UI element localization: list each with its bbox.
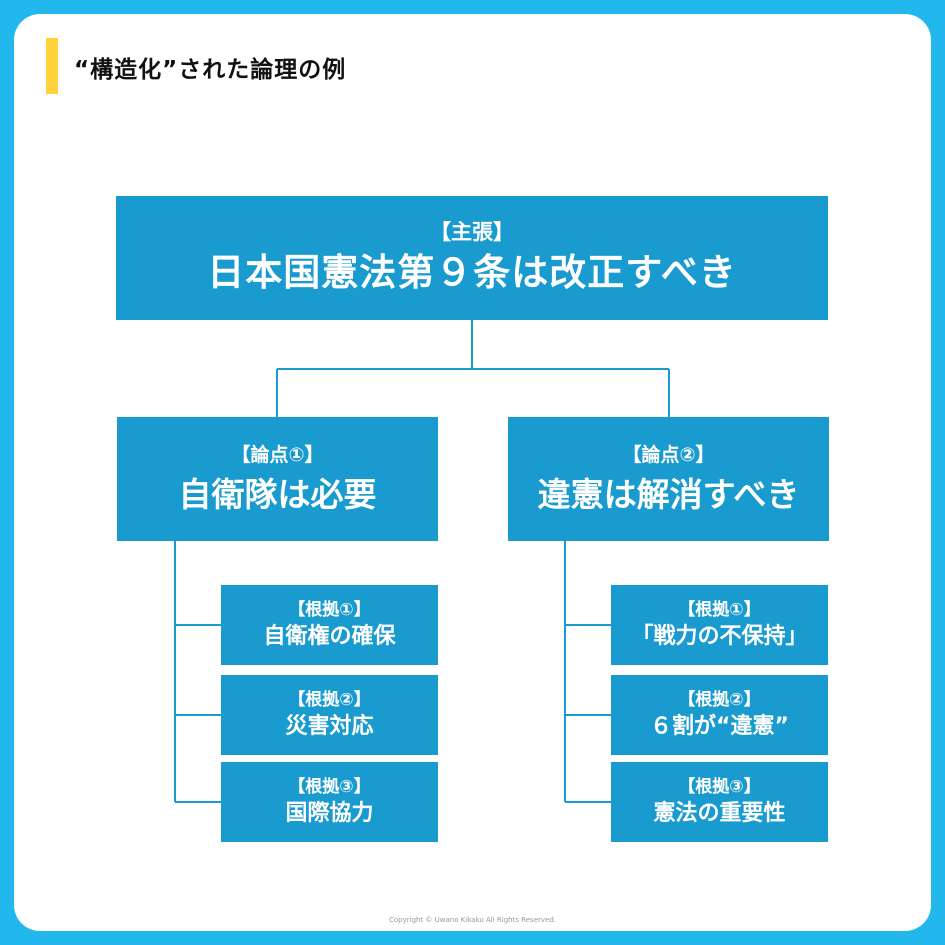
evidence-tag: 【根拠①】: [288, 599, 371, 620]
evidence-text: 憲法の重要性: [653, 801, 786, 826]
evidence-node-2-3: 【根拠③】 憲法の重要性: [611, 762, 828, 842]
evidence-text: 災害対応: [285, 714, 374, 739]
point-text: 違憲は解消すべき: [537, 474, 800, 514]
page-title: “構造化”された論理の例: [74, 57, 347, 83]
evidence-tag: 【根拠①】: [678, 599, 761, 620]
evidence-node-2-2: 【根拠②】 ６割が“違憲”: [611, 675, 828, 755]
point-node-2: 【論点②】 違憲は解消すべき: [508, 417, 829, 541]
evidence-text: 「戦力の不保持」: [631, 624, 808, 649]
evidence-text: ６割が“違憲”: [650, 714, 789, 739]
evidence-text: 国際協力: [285, 801, 374, 826]
claim-text: 日本国憲法第９条は改正すべき: [207, 251, 737, 295]
evidence-node-2-1: 【根拠①】 「戦力の不保持」: [611, 585, 828, 665]
point-tag: 【論点②】: [622, 443, 715, 466]
evidence-tag: 【根拠③】: [678, 776, 761, 797]
connector-lines: [174, 320, 670, 803]
evidence-tag: 【根拠②】: [678, 689, 761, 710]
evidence-node-1-3: 【根拠③】 国際協力: [221, 762, 438, 842]
point-tag: 【論点①】: [231, 443, 324, 466]
point-text: 自衛隊は必要: [178, 474, 377, 514]
claim-tag: 【主張】: [430, 220, 514, 245]
copyright-text: Copyright © Uwano Kikaku All Rights Rese…: [388, 916, 556, 924]
evidence-node-1-2: 【根拠②】 災害対応: [221, 675, 438, 755]
title-accent-bar: [46, 38, 58, 94]
content-card: “構造化”された論理の例 【主張】 日本国憲法第９条は改正すべき 【論点①】 自…: [14, 14, 931, 931]
point-node-1: 【論点①】 自衛隊は必要: [117, 417, 438, 541]
evidence-tag: 【根拠②】: [288, 689, 371, 710]
evidence-text: 自衛権の確保: [263, 624, 396, 649]
claim-node: 【主張】 日本国憲法第９条は改正すべき: [116, 196, 828, 320]
evidence-tag: 【根拠③】: [288, 776, 371, 797]
evidence-node-1-1: 【根拠①】 自衛権の確保: [221, 585, 438, 665]
